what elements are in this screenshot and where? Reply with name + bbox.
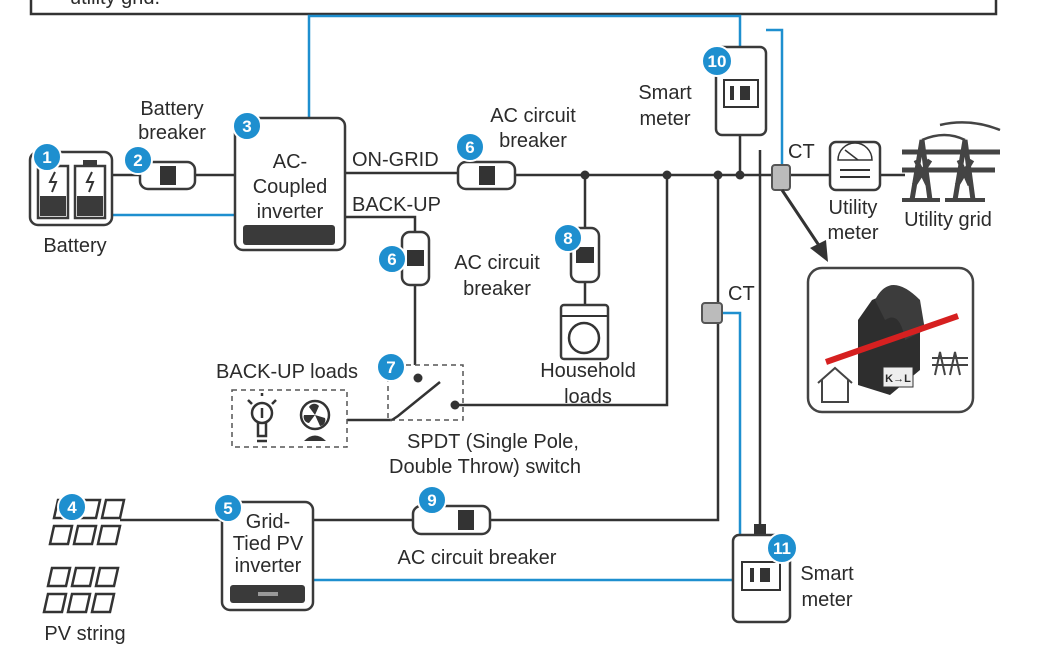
spdt-label: SPDT (Single Pole, — [407, 431, 579, 453]
pv-inverter-label-3: inverter — [235, 555, 302, 577]
battery-label: Battery — [43, 235, 106, 257]
pv-inverter-label-2: Tied PV — [233, 533, 304, 555]
washing-machine-icon — [559, 303, 610, 361]
light-bulb-icon — [247, 393, 277, 443]
house-icon — [817, 366, 853, 403]
svg-text:10: 10 — [708, 52, 727, 71]
smart-meter-top-label: Smart — [638, 82, 692, 104]
smart-meter-bottom-label: Smart — [800, 563, 854, 585]
badge-7: 7 — [376, 352, 406, 382]
battery-breaker-label-2: breaker — [138, 122, 206, 144]
svg-text:11: 11 — [773, 539, 791, 558]
backup-loads-label: BACK-UP loads — [216, 361, 358, 383]
inverter-label: AC- — [273, 151, 307, 173]
communication-wires — [112, 14, 784, 582]
utility-meter-icon — [828, 140, 882, 192]
badge-10: 10 — [701, 45, 733, 77]
ac-breaker-top-label-2: breaker — [499, 130, 567, 152]
power-tower-icon — [902, 121, 1001, 202]
badge-4: 4 — [57, 492, 87, 522]
badge-3: 3 — [232, 111, 262, 141]
badge-6: 6 — [455, 132, 485, 162]
svg-text:7: 7 — [386, 358, 395, 377]
ct-marking-label: K→L — [885, 373, 911, 385]
battery-breaker-label: Battery — [140, 98, 203, 120]
note-text: utility grid. — [70, 0, 160, 9]
ct-top-label: CT — [788, 141, 815, 163]
inverter-icon — [220, 500, 315, 612]
ac-breaker-backup-label-2: breaker — [463, 278, 531, 300]
svg-text:1: 1 — [42, 148, 51, 167]
ac-breaker-top-label: AC circuit — [490, 105, 576, 127]
badge-5: 5 — [213, 493, 243, 523]
badge-6-backup: 6 — [377, 244, 407, 274]
ct-clamp-icon — [701, 302, 723, 324]
svg-text:9: 9 — [427, 491, 436, 510]
arrow-icon — [780, 189, 828, 262]
inverter-label-3: inverter — [257, 201, 324, 223]
svg-text:6: 6 — [387, 250, 396, 269]
smart-meter-bottom-label-2: meter — [801, 589, 852, 611]
pv-string-label: PV string — [44, 623, 125, 645]
on-grid-label: ON-GRID — [352, 149, 439, 171]
svg-text:2: 2 — [133, 151, 142, 170]
ct-detail-panel: K→L — [806, 266, 975, 414]
ac-breaker-backup-label: AC circuit — [454, 252, 540, 274]
ct-mid-label: CT — [728, 283, 755, 305]
badge-2: 2 — [123, 145, 153, 175]
household-loads-label-2: loads — [564, 386, 612, 408]
badge-1: 1 — [32, 142, 62, 172]
smart-meter-top-label-2: meter — [639, 108, 690, 130]
ac-breaker-pv-label: AC circuit breaker — [398, 547, 557, 569]
step-badges: 1 2 3 4 5 6 6 7 8 9 10 11 — [32, 45, 798, 564]
badge-9: 9 — [417, 485, 447, 515]
note-box: utility grid. — [29, 0, 998, 16]
svg-text:6: 6 — [465, 138, 474, 157]
utility-meter-label: Utility — [829, 197, 878, 219]
pv-inverter-label: Grid- — [246, 511, 290, 533]
utility-grid-label: Utility grid — [904, 209, 992, 231]
svg-text:5: 5 — [223, 499, 232, 518]
svg-text:3: 3 — [242, 117, 251, 136]
power-wires — [112, 135, 905, 530]
spdt-switch-icon — [387, 364, 464, 422]
spdt-label-2: Double Throw) switch — [389, 456, 581, 478]
svg-text:4: 4 — [67, 498, 77, 517]
backup-loads-box — [231, 389, 348, 448]
badge-11: 11 — [766, 532, 798, 564]
badge-8: 8 — [553, 223, 583, 253]
ct-clamp-icon — [771, 164, 791, 191]
power-tower-icon — [932, 351, 968, 376]
inverter-icon — [233, 116, 347, 252]
svg-text:8: 8 — [563, 229, 572, 248]
utility-meter-label-2: meter — [827, 222, 878, 244]
solar-panel-icon — [42, 498, 126, 614]
inverter-label-2: Coupled — [253, 176, 328, 198]
fan-icon — [299, 399, 331, 441]
household-loads-label: Household — [540, 360, 636, 382]
back-up-label: BACK-UP — [352, 194, 441, 216]
